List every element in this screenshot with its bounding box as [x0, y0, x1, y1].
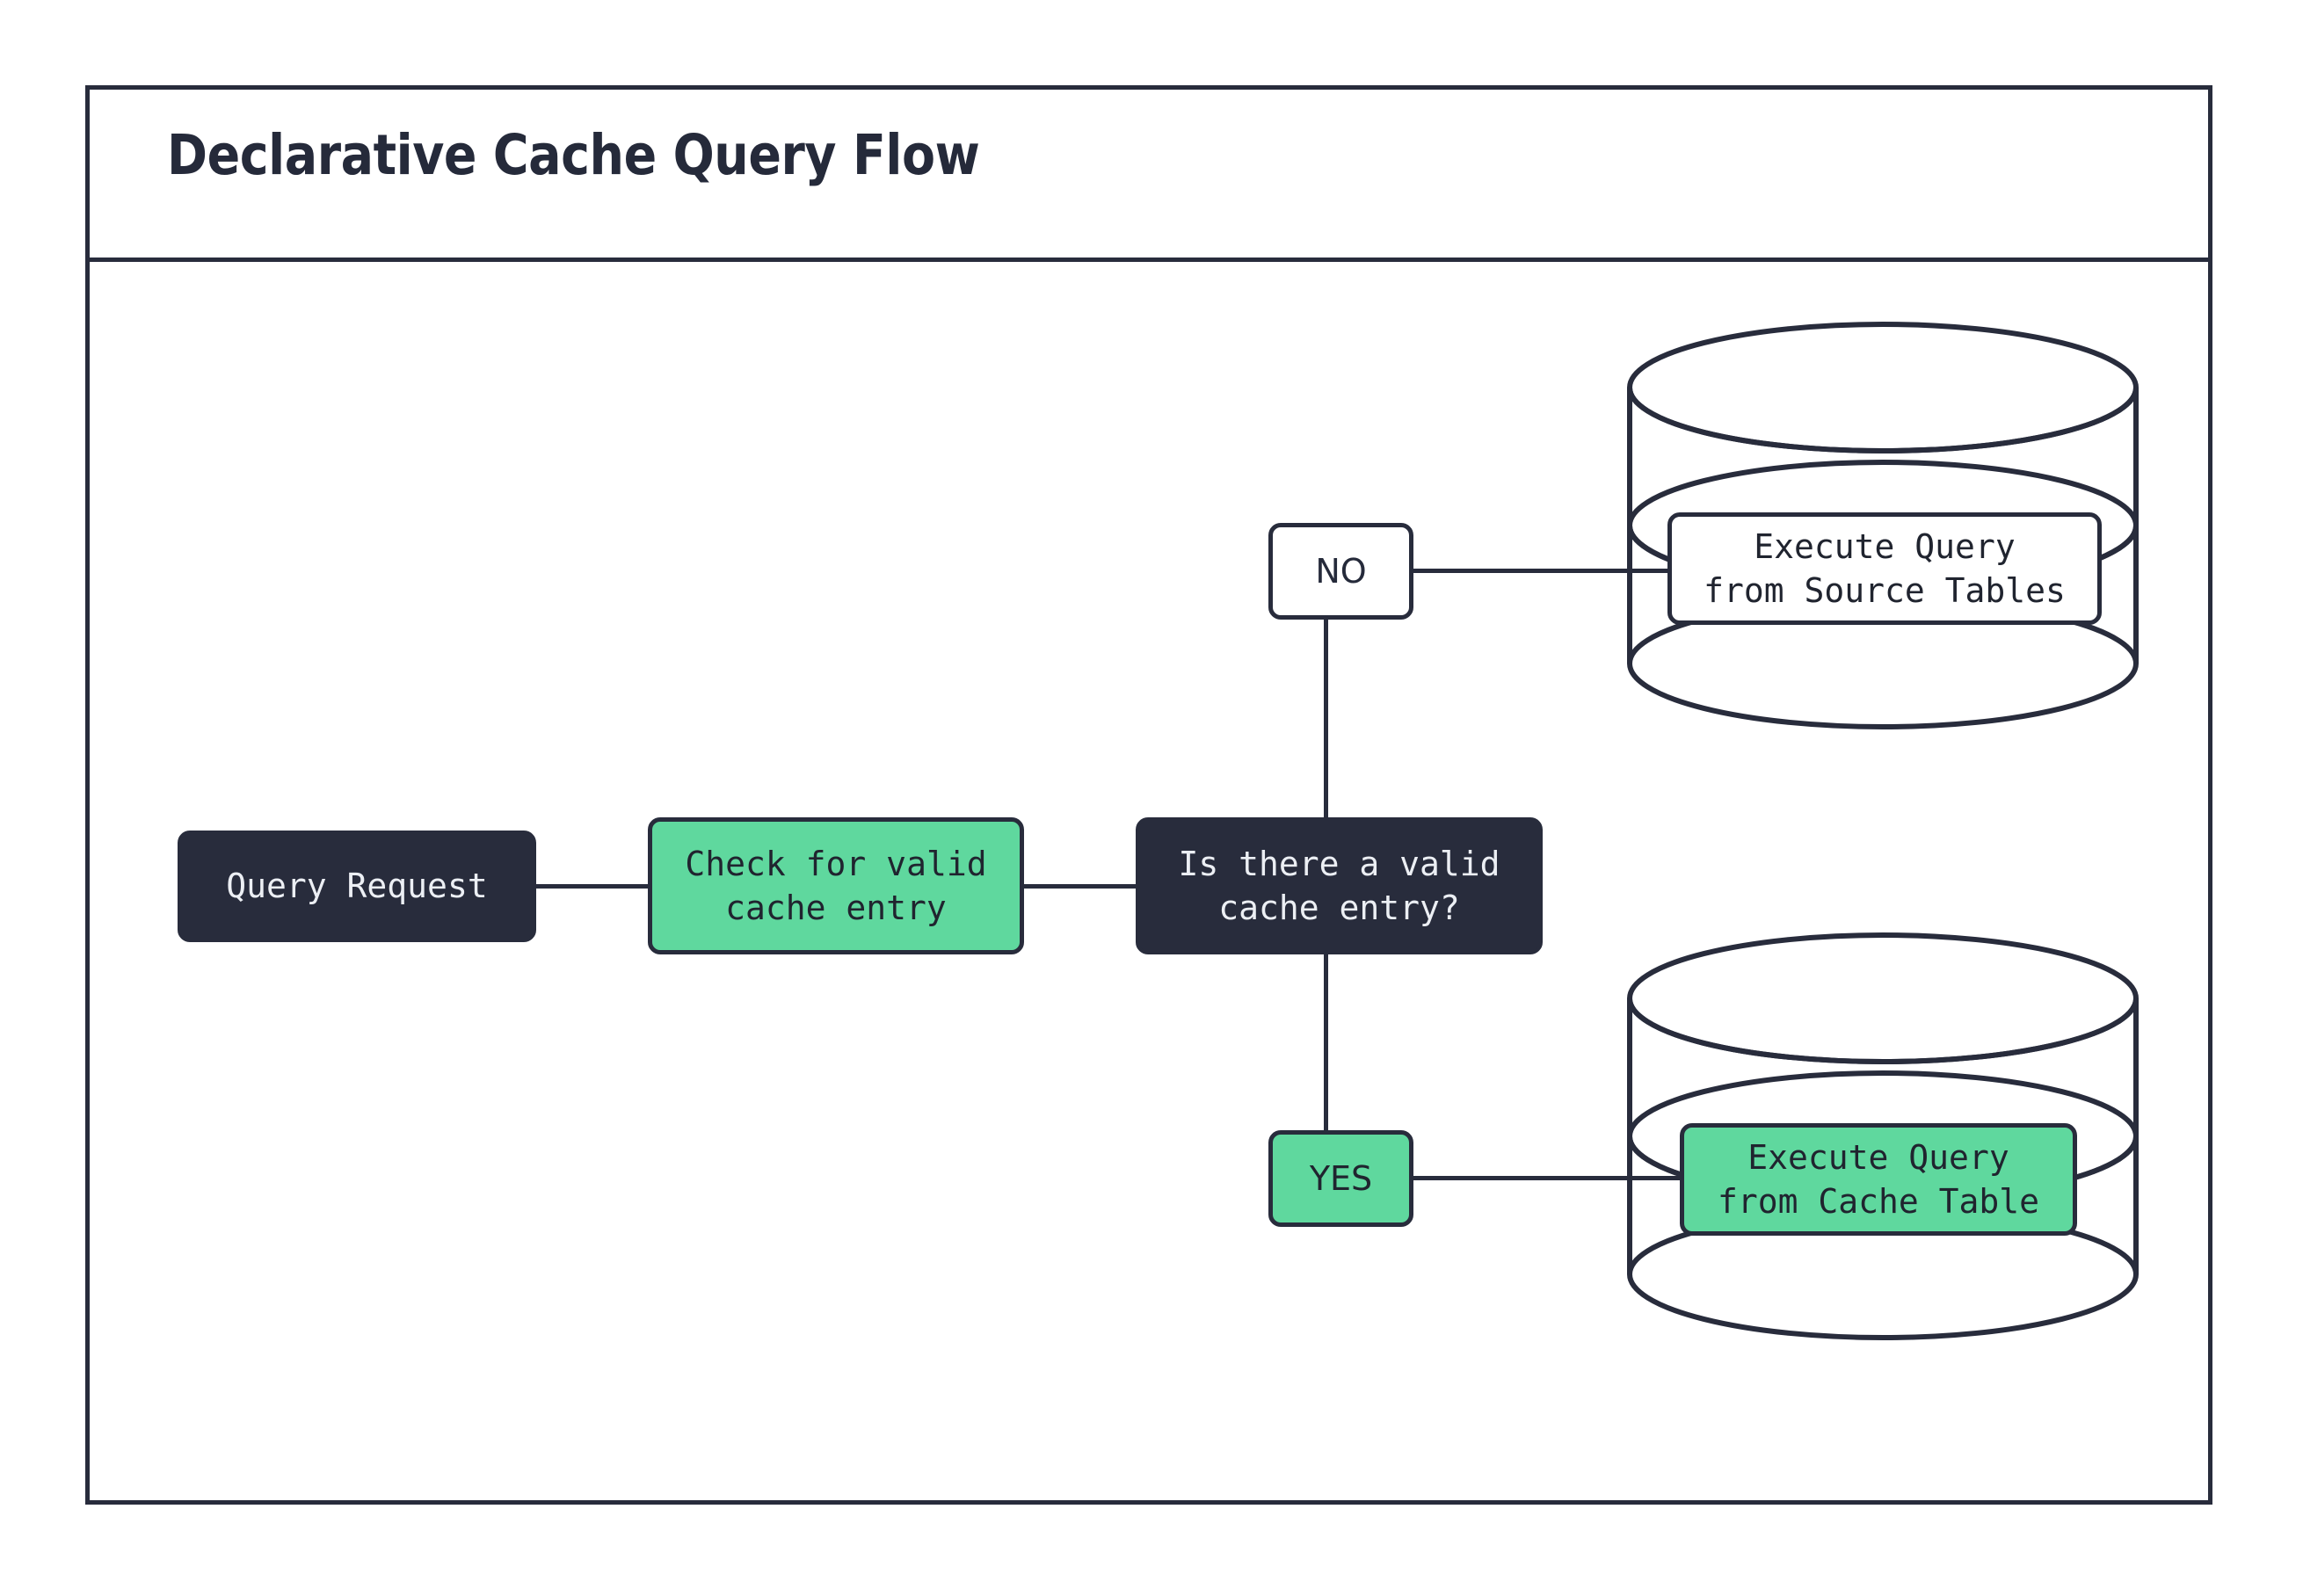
page-title: Declarative Cache Query Flow	[167, 123, 980, 187]
node-label-execute-query-cache[interactable]: Execute Query from Cache Table	[1680, 1123, 2077, 1236]
edge-check-cache-to-decision	[1021, 884, 1139, 889]
edge-label-no[interactable]: NO	[1268, 523, 1413, 620]
edge-label-yes[interactable]: YES	[1268, 1130, 1413, 1227]
node-query-request[interactable]: Query Request	[178, 831, 536, 942]
title-divider	[85, 258, 2212, 262]
node-label-execute-query-source[interactable]: Execute Query from Source Tables	[1667, 512, 2102, 625]
edge-decision-to-yes	[1324, 951, 1328, 1134]
node-check-for-valid-cache-entry[interactable]: Check for valid cache entry	[648, 817, 1024, 954]
edge-yes-to-cache-db	[1410, 1176, 1700, 1180]
edge-decision-to-no	[1324, 615, 1328, 822]
node-decision-valid-cache-entry[interactable]: Is there a valid cache entry?	[1136, 817, 1543, 954]
edge-query-request-to-check-cache	[534, 884, 651, 889]
edge-no-to-source-db	[1410, 569, 1700, 573]
diagram-frame	[85, 85, 2212, 1505]
